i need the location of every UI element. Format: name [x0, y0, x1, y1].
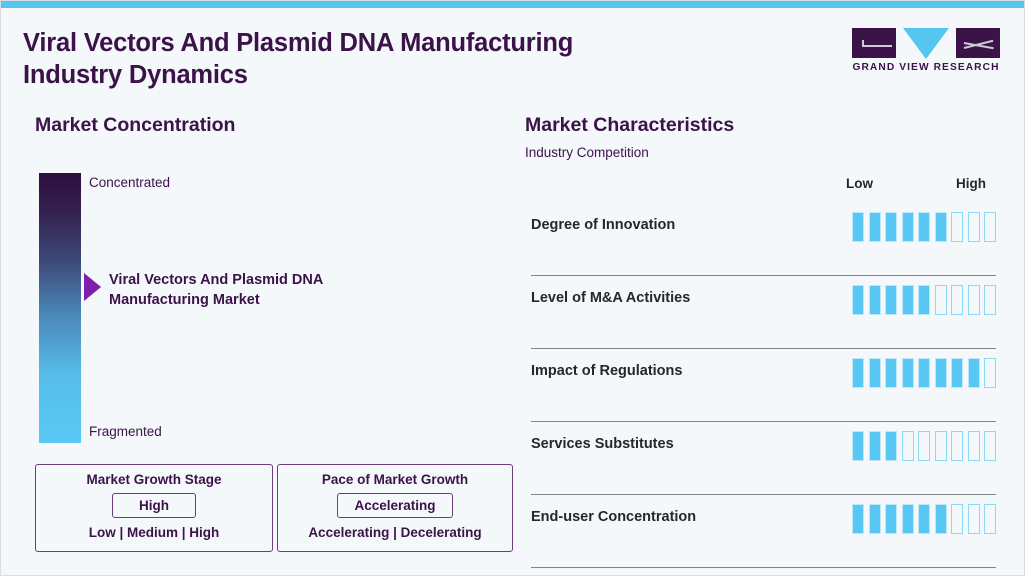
rating-segment — [934, 285, 947, 315]
characteristic-row: Degree of Innovation — [531, 203, 996, 276]
market-characteristics-subheading: Industry Competition — [525, 145, 649, 160]
scale-label-low: Low — [846, 176, 873, 191]
concentration-top-label: Concentrated — [89, 175, 171, 190]
concentration-bottom-label: Fragmented — [89, 424, 162, 439]
pace-of-market-growth-box: Pace of Market Growth Accelerating Accel… — [277, 464, 513, 552]
characteristic-rating-bars — [852, 431, 996, 461]
market-position-label: Viral Vectors And Plasmid DNA Manufactur… — [109, 270, 379, 310]
rating-segment — [885, 212, 897, 242]
rating-segment — [901, 504, 914, 534]
rating-segment — [934, 431, 947, 461]
market-growth-stage-box: Market Growth Stage High Low | Medium | … — [35, 464, 273, 552]
rating-segment — [885, 358, 897, 388]
rating-segment — [918, 431, 930, 461]
rating-segment — [901, 212, 914, 242]
characteristic-label: Level of M&A Activities — [531, 290, 691, 306]
market-position-label-line-1: Viral Vectors And Plasmid DNA — [109, 272, 324, 288]
rating-segment — [901, 358, 914, 388]
rating-segment — [967, 285, 980, 315]
characteristic-row: End-user Concentration — [531, 495, 996, 568]
rating-segment — [852, 358, 864, 388]
rating-segment — [967, 504, 980, 534]
market-concentration-heading: Market Concentration — [35, 114, 236, 136]
rating-segment — [868, 431, 881, 461]
market-characteristics-heading: Market Characteristics — [525, 114, 735, 136]
rating-segment — [984, 431, 996, 461]
characteristic-label: Impact of Regulations — [531, 363, 683, 379]
pace-of-market-growth-options: Accelerating | Decelerating — [308, 525, 482, 540]
logo-wordmark: GRAND VIEW RESEARCH — [852, 62, 1000, 73]
rating-segment — [852, 285, 864, 315]
pace-of-market-growth-value: Accelerating — [337, 493, 453, 518]
rating-segment — [885, 431, 897, 461]
rating-segment — [901, 285, 914, 315]
rating-segment — [984, 358, 996, 388]
rating-segment — [984, 504, 996, 534]
characteristic-row: Impact of Regulations — [531, 349, 996, 422]
logo-marks — [852, 28, 1000, 59]
rating-segment — [852, 504, 864, 534]
scale-label-high: High — [956, 176, 986, 191]
characteristic-label: Degree of Innovation — [531, 217, 676, 233]
top-accent-bar — [1, 1, 1024, 8]
characteristic-label: End-user Concentration — [531, 509, 697, 525]
rating-segment — [967, 212, 980, 242]
rating-segment — [951, 358, 963, 388]
page-title-line-2: Industry Dynamics — [23, 61, 248, 89]
rating-segment — [918, 504, 930, 534]
rating-segment — [901, 431, 914, 461]
rating-segment — [868, 504, 881, 534]
market-position-arrow-icon — [84, 273, 101, 301]
rating-segment — [951, 504, 963, 534]
rating-segment — [984, 212, 996, 242]
characteristic-row: Services Substitutes — [531, 422, 996, 495]
characteristic-label: Services Substitutes — [531, 436, 674, 452]
market-growth-stage-options: Low | Medium | High — [88, 525, 220, 540]
logo-g-horizontal-bar — [862, 45, 892, 47]
characteristic-rating-bars — [852, 212, 996, 242]
rating-segment — [967, 358, 980, 388]
characteristic-rating-bars — [852, 358, 996, 388]
rating-segment — [868, 212, 881, 242]
market-growth-stage-value: High — [112, 493, 196, 518]
rating-segment — [934, 504, 947, 534]
pace-of-market-growth-title: Pace of Market Growth — [321, 472, 469, 487]
brand-logo: GRAND VIEW RESEARCH — [852, 28, 1000, 80]
rating-segment — [918, 212, 930, 242]
rating-segment — [868, 285, 881, 315]
page-title-line-1: Viral Vectors And Plasmid DNA Manufactur… — [23, 29, 574, 57]
market-position-label-line-2: Manufacturing Market — [109, 292, 260, 308]
logo-triangle-icon — [903, 28, 949, 59]
logo-g-vertical-bar — [862, 40, 864, 46]
characteristic-row: Level of M&A Activities — [531, 276, 996, 349]
rating-segment — [951, 285, 963, 315]
rating-segment — [934, 358, 947, 388]
rating-segment — [967, 431, 980, 461]
rating-segment — [885, 285, 897, 315]
rating-segment — [934, 212, 947, 242]
rating-segment — [885, 504, 897, 534]
rating-segment — [852, 212, 864, 242]
rating-segment — [918, 285, 930, 315]
page-title: Viral Vectors And Plasmid DNA Manufactur… — [23, 27, 663, 91]
market-growth-stage-title: Market Growth Stage — [86, 472, 222, 487]
rating-segment — [868, 358, 881, 388]
rating-segment — [951, 431, 963, 461]
characteristic-rating-bars — [852, 285, 996, 315]
rating-segment — [984, 285, 996, 315]
logo-g-block-icon — [852, 28, 896, 58]
rating-segment — [918, 358, 930, 388]
characteristic-rating-bars — [852, 504, 996, 534]
concentration-gradient-bar — [39, 173, 81, 443]
rating-segment — [852, 431, 864, 461]
rating-segment — [951, 212, 963, 242]
